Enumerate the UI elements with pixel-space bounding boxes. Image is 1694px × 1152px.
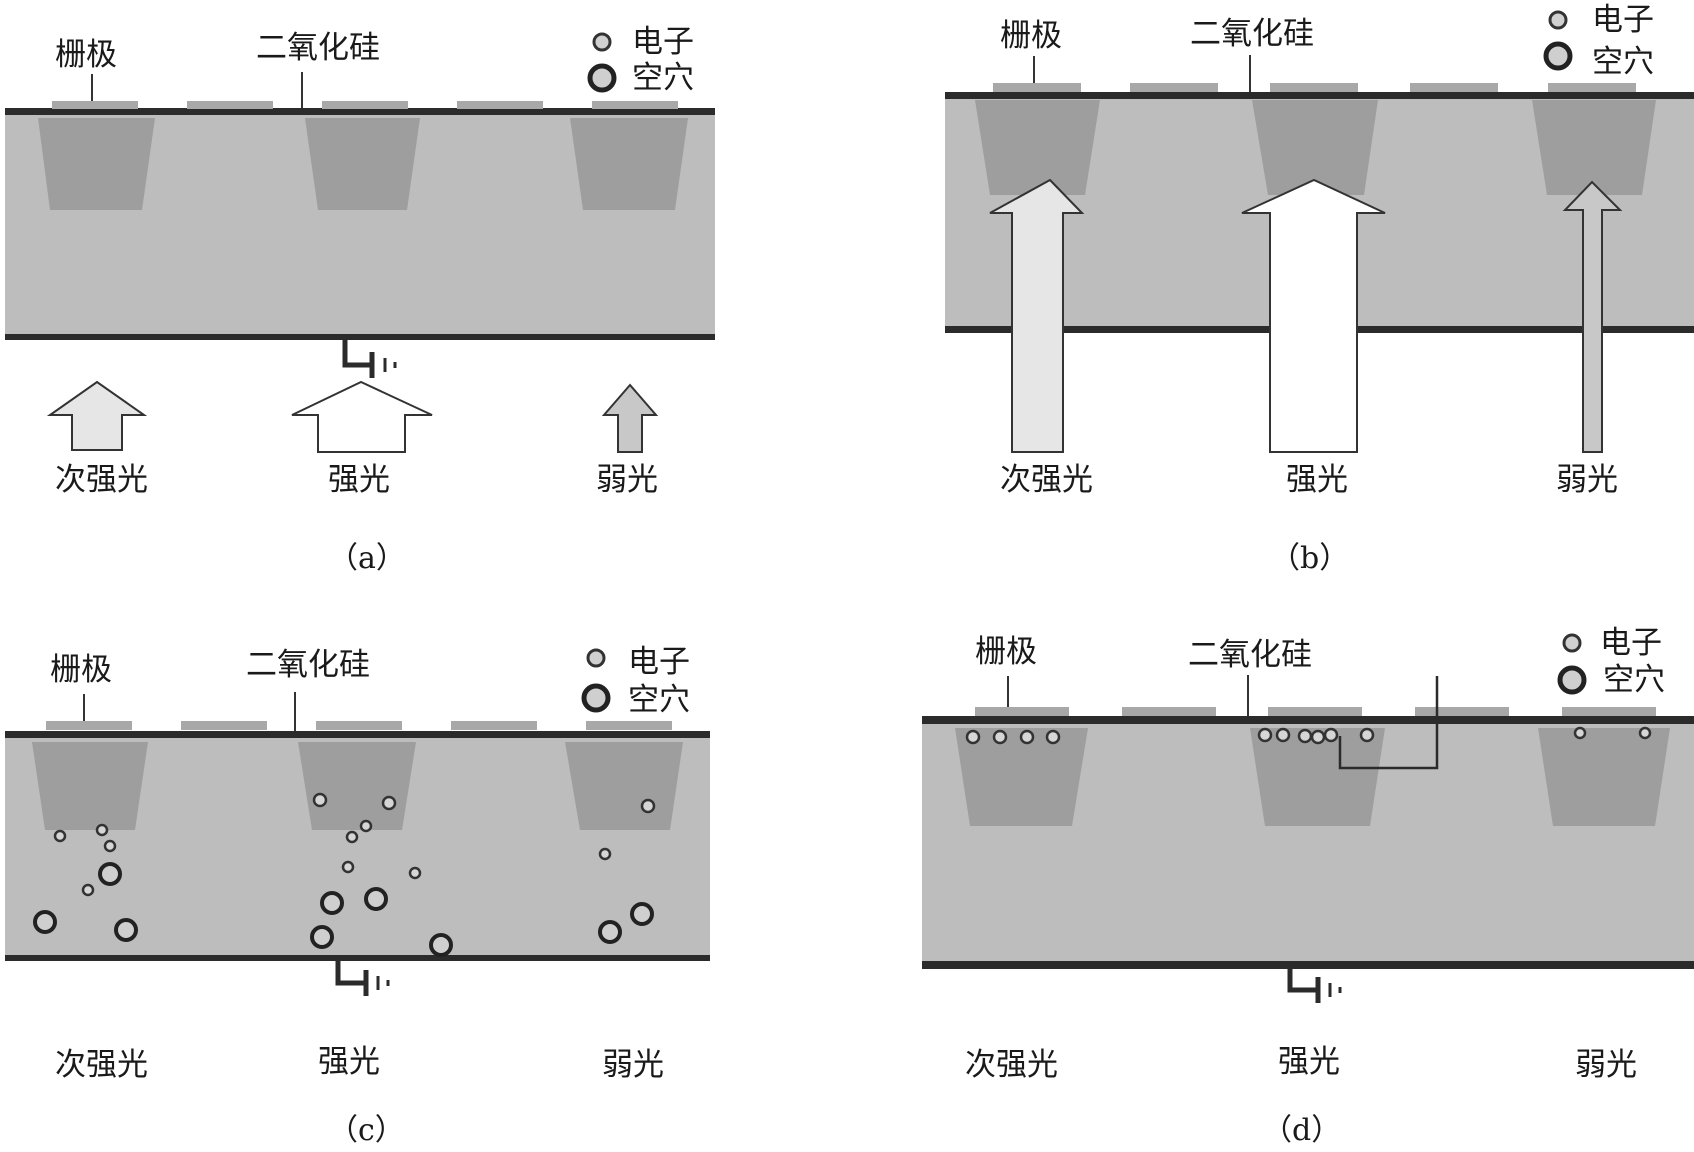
strong-light-label: 强光 [1278, 1044, 1340, 1080]
strong-light-label: 强光 [318, 1044, 380, 1080]
gate-electrode [975, 707, 1069, 716]
hole-legend-label: 空穴 [1592, 44, 1654, 80]
gate-electrode [1410, 83, 1498, 92]
panel-d: 栅极 二氧化硅 电子 空穴 次强光 强光 弱光 （d） [922, 625, 1694, 1148]
depletion-well [1538, 728, 1670, 826]
holes [33, 862, 654, 957]
gate-electrode [592, 101, 678, 109]
medium-light-label: 次强光 [1000, 462, 1093, 498]
depletion-well [298, 742, 416, 830]
gate-electrode [187, 101, 273, 109]
depletion-well [565, 742, 683, 830]
oxide-layer [5, 108, 715, 115]
panel-c: 栅极 二氧化硅 电子 空穴 次强光 强光 弱光 （c） [5, 644, 710, 1148]
gate-electrode [993, 83, 1081, 92]
oxide-layer [5, 731, 710, 738]
arrow-medium-light [46, 380, 148, 451]
gate-electrode [1415, 707, 1509, 716]
back-contact [922, 961, 1694, 969]
oxide-label: 二氧化硅 [1190, 16, 1314, 52]
gate-electrode [1130, 83, 1218, 92]
medium-light-label: 次强光 [55, 462, 148, 498]
arrow-weak-light [1562, 180, 1623, 453]
gate-electrode [457, 101, 543, 109]
depletion-well [1252, 100, 1378, 195]
medium-light-label: 次强光 [55, 1047, 148, 1083]
hole-legend-label: 空穴 [628, 682, 690, 718]
hole-legend-icon [587, 63, 617, 93]
electron-legend-label: 电子 [1592, 2, 1654, 38]
depletion-well [32, 742, 148, 830]
gate-electrode [1270, 83, 1358, 92]
weak-light-label: 弱光 [1575, 1047, 1637, 1083]
potential-indicator [1338, 676, 1439, 770]
hole-legend-icon [581, 683, 611, 713]
gate-label: 栅极 [55, 37, 117, 73]
electron-legend-icon [1548, 10, 1568, 30]
weak-light-label: 弱光 [596, 462, 658, 498]
electron-legend-label: 电子 [628, 644, 690, 680]
gate-electrode [322, 101, 408, 109]
hole-legend-label: 空穴 [1603, 662, 1665, 698]
panel-b-caption: （b） [1270, 541, 1349, 576]
gate-electrode [1548, 83, 1636, 92]
ground-icon [342, 340, 397, 378]
gate-electrode [316, 721, 402, 730]
oxide-layer [945, 92, 1694, 99]
hole-legend-icon [1557, 665, 1587, 695]
gate-electrode [1562, 707, 1656, 716]
gate-electrode [46, 721, 132, 730]
hole-legend-icon [1543, 41, 1573, 71]
medium-light-label: 次强光 [965, 1047, 1058, 1083]
panel-a-caption: （a） [328, 541, 406, 576]
arrow-strong-light [291, 380, 433, 453]
electron-legend-icon [586, 648, 606, 668]
weak-light-label: 弱光 [602, 1047, 664, 1083]
electron-legend-icon [1562, 633, 1582, 653]
oxide-label: 二氧化硅 [246, 647, 370, 683]
electron-legend-label: 电子 [1600, 625, 1662, 661]
panel-d-caption: （d） [1262, 1113, 1341, 1148]
depletion-well [570, 118, 688, 210]
depletion-well [38, 118, 155, 210]
arrow-weak-light [601, 383, 659, 453]
gate-electrode [1268, 707, 1362, 716]
arrow-medium-light [989, 178, 1085, 453]
depletion-well [1250, 728, 1385, 826]
gate-electrode [451, 721, 537, 730]
oxide-layer [922, 716, 1694, 724]
gate-label: 栅极 [1000, 18, 1062, 54]
gate-electrode [52, 101, 138, 109]
ground-icon [1287, 969, 1342, 1003]
back-contact [5, 955, 710, 961]
panel-a: 栅极 二氧化硅 电子 空穴 次强光 强光 弱光 （a） [5, 24, 715, 576]
oxide-label: 二氧化硅 [1188, 637, 1312, 673]
depletion-well [975, 100, 1100, 195]
weak-light-label: 弱光 [1556, 462, 1618, 498]
depletion-well [1532, 100, 1656, 195]
collected-electrons [965, 726, 1652, 745]
electron-legend-label: 电子 [632, 24, 694, 60]
strong-light-label: 强光 [328, 462, 390, 498]
arrow-strong-light [1241, 178, 1386, 453]
back-contact [5, 334, 715, 340]
panel-c-caption: （c） [328, 1113, 405, 1148]
gate-label: 栅极 [50, 652, 112, 688]
gate-electrode [586, 721, 672, 730]
electrons [53, 792, 656, 897]
panel-b: 栅极 二氧化硅 电子 空穴 次强光 强光 弱光 （b） [945, 2, 1694, 576]
ground-icon [335, 961, 390, 996]
depletion-well [955, 728, 1088, 826]
oxide-label: 二氧化硅 [256, 30, 380, 66]
gate-label: 栅极 [975, 634, 1037, 670]
electron-legend-icon [592, 32, 612, 52]
gate-electrode [1122, 707, 1216, 716]
strong-light-label: 强光 [1286, 462, 1348, 498]
hole-legend-label: 空穴 [632, 60, 694, 96]
depletion-well [305, 118, 420, 210]
gate-electrode [181, 721, 267, 730]
